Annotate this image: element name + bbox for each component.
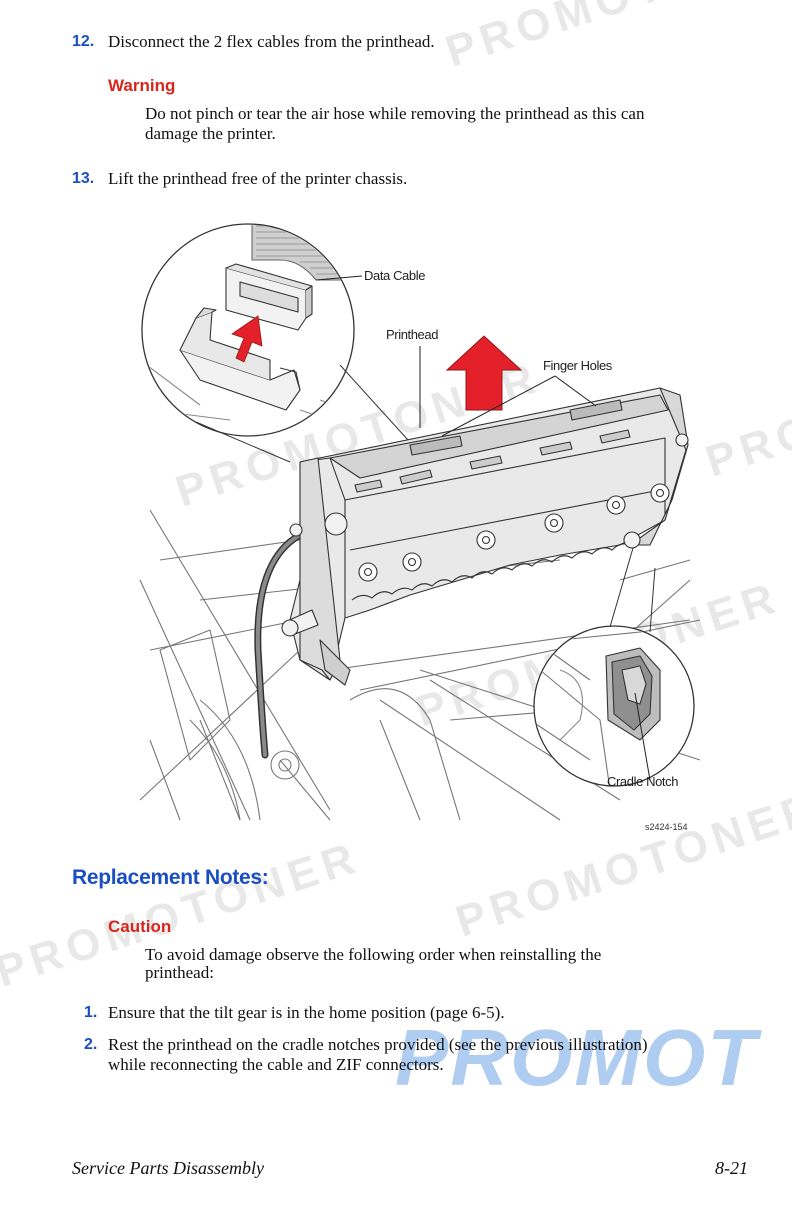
callout-finger-holes: Finger Holes bbox=[543, 358, 612, 373]
step-text-line1: Rest the printhead on the cradle notches… bbox=[108, 1035, 648, 1054]
step-number: 1. bbox=[84, 1004, 98, 1021]
warning-text-line1: Do not pinch or tear the air hose while … bbox=[145, 104, 645, 123]
callout-cradle-notch: Cradle Notch bbox=[607, 774, 679, 789]
caution-text-line1: To avoid damage observe the following or… bbox=[145, 945, 602, 964]
step-number: 13. bbox=[72, 170, 95, 187]
printhead-removal-illustration bbox=[139, 223, 701, 821]
replacement-notes-heading: Replacement Notes: bbox=[72, 866, 269, 889]
step-text: Lift the printhead free of the printer c… bbox=[108, 169, 408, 188]
callout-printhead: Printhead bbox=[386, 327, 439, 342]
step-number: 12. bbox=[72, 33, 95, 50]
callout-data-cable: Data Cable bbox=[364, 268, 426, 283]
step-text-line2: while reconnecting the cable and ZIF con… bbox=[108, 1055, 444, 1074]
caution-label: Caution bbox=[108, 917, 172, 936]
watermark-blue: PROMOT bbox=[395, 1013, 759, 1102]
warning-text-line2: damage the printer. bbox=[145, 124, 276, 143]
step-text: Ensure that the tilt gear is in the home… bbox=[108, 1003, 505, 1022]
warning-label: Warning bbox=[108, 76, 176, 95]
step-text: Disconnect the 2 flex cables from the pr… bbox=[108, 32, 435, 51]
caution-text-line2: printhead: bbox=[145, 963, 214, 982]
footer-page-number: 8-21 bbox=[715, 1158, 748, 1178]
watermark-1: PROMOTONER bbox=[440, 0, 792, 78]
figure-id: s2424-154 bbox=[645, 822, 688, 832]
footer-section-title: Service Parts Disassembly bbox=[72, 1158, 264, 1178]
step-number: 2. bbox=[84, 1036, 98, 1053]
